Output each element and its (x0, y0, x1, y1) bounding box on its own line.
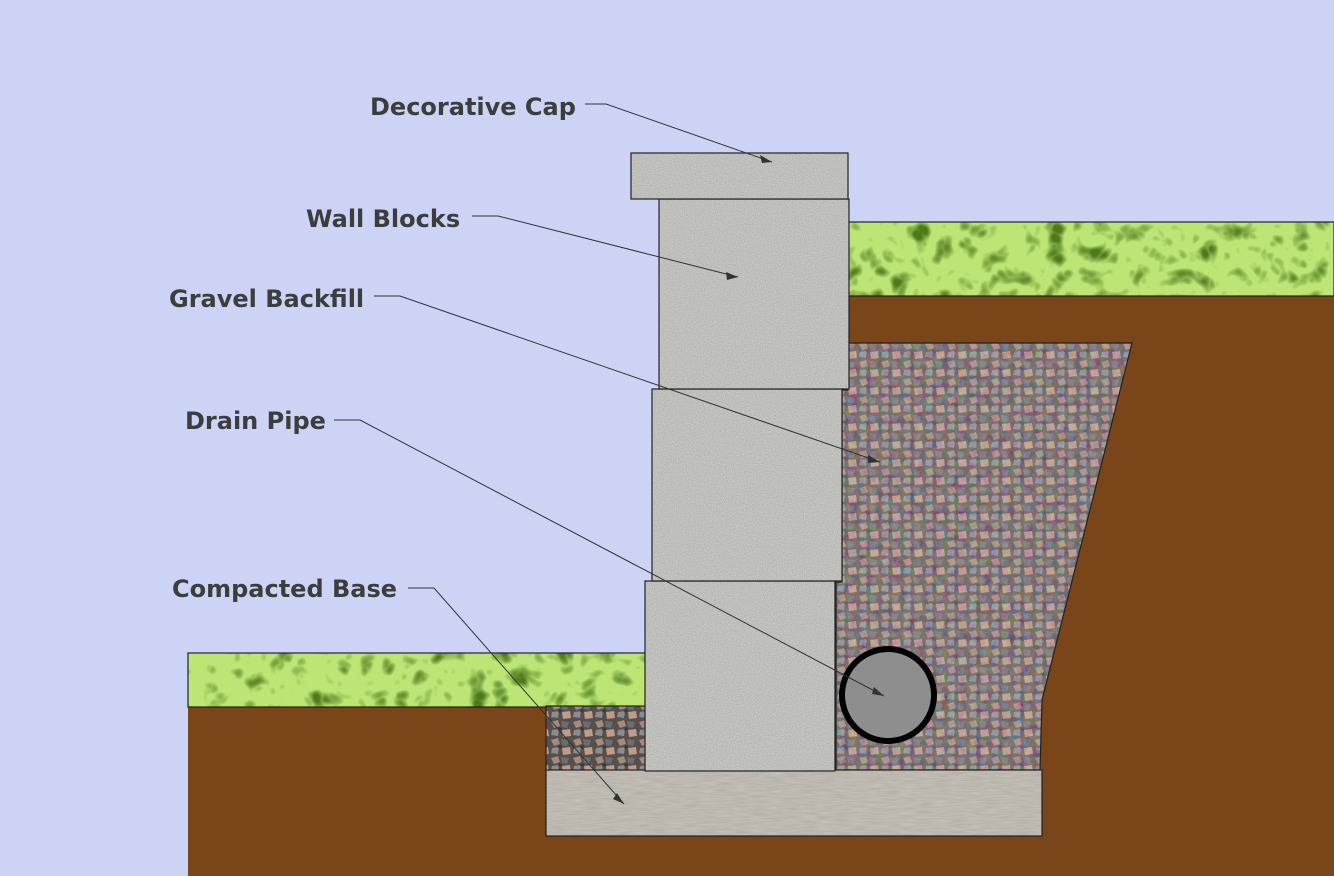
wall-block-bottom (644, 580, 836, 772)
drain-pipe (839, 646, 937, 744)
wall-block-top (658, 198, 850, 390)
label-wall-blocks: Wall Blocks (306, 205, 460, 233)
leader-base (408, 587, 625, 805)
decorative-cap (630, 152, 849, 200)
grass-left (187, 652, 647, 708)
label-drain-pipe: Drain Pipe (185, 407, 326, 435)
label-decorative-cap: Decorative Cap (370, 93, 576, 121)
leader-lines (334, 103, 885, 805)
compacted-base (545, 769, 1043, 837)
leader-blocks (472, 215, 739, 278)
grass-right (847, 221, 1334, 297)
label-compacted-base: Compacted Base (172, 575, 397, 603)
leader-gravel (374, 295, 881, 463)
leader-cap (585, 103, 773, 163)
leader-pipe (334, 419, 885, 697)
gravel-front (545, 705, 647, 773)
wall-block-middle (651, 388, 843, 582)
label-gravel-backfill: Gravel Backfill (169, 285, 364, 313)
